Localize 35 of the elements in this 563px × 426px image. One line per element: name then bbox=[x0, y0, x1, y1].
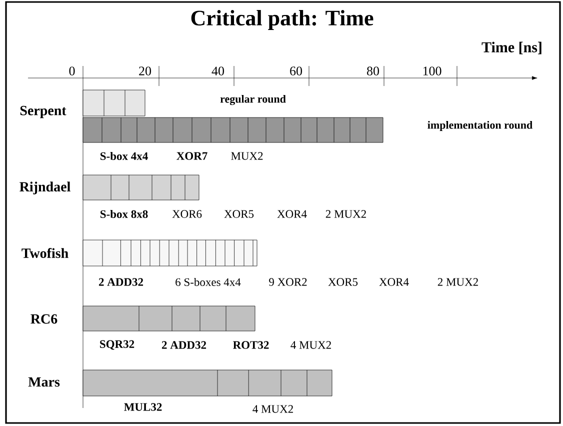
component-label: XOR4 bbox=[277, 210, 307, 218]
tick-label: 20 bbox=[139, 66, 151, 76]
component-label: 2 MUX2 bbox=[326, 210, 366, 218]
tick-label: 40 bbox=[212, 66, 224, 76]
component-label: 2 ADD32 bbox=[98, 278, 144, 286]
tick-label: 100 bbox=[423, 66, 442, 76]
component-label: MUX2 bbox=[231, 152, 263, 160]
component-label: 4 MUX2 bbox=[290, 341, 331, 349]
tick-label: 0 bbox=[69, 66, 75, 76]
tick-label: 80 bbox=[367, 66, 379, 76]
algorithm-label: Twofish bbox=[22, 248, 68, 258]
tick-label: 60 bbox=[290, 66, 302, 76]
algorithm-label: RC6 bbox=[30, 314, 58, 324]
component-label: S-box 8x8 bbox=[100, 210, 148, 218]
component-label: SQR32 bbox=[100, 340, 134, 350]
algorithm-label: Rijndael bbox=[20, 182, 70, 194]
title: Critical path: Time bbox=[191, 10, 374, 30]
round-label: implementation round bbox=[428, 121, 532, 131]
component-label: XOR7 bbox=[176, 152, 208, 160]
round-label: regular round bbox=[220, 94, 286, 106]
algorithm-label: Serpent bbox=[20, 106, 66, 118]
algorithm-label: Mars bbox=[28, 377, 60, 387]
component-label: 2 ADD32 bbox=[162, 341, 206, 349]
component-label: XOR5 bbox=[224, 210, 254, 218]
component-label: 4 MUX2 bbox=[252, 405, 293, 413]
component-label: S-box 4x4 bbox=[100, 152, 148, 160]
component-label: XOR4 bbox=[379, 278, 409, 286]
component-label: XOR5 bbox=[328, 278, 358, 286]
axis-label: Time [ns] bbox=[482, 42, 542, 54]
component-label: XOR6 bbox=[172, 210, 202, 218]
component-label: 9 XOR2 bbox=[269, 278, 307, 286]
component-label: 6 S-boxes 4x4 bbox=[176, 278, 241, 286]
component-label: 2 MUX2 bbox=[438, 278, 478, 286]
component-label: MUL32 bbox=[124, 403, 162, 411]
component-label: ROT32 bbox=[233, 341, 269, 349]
